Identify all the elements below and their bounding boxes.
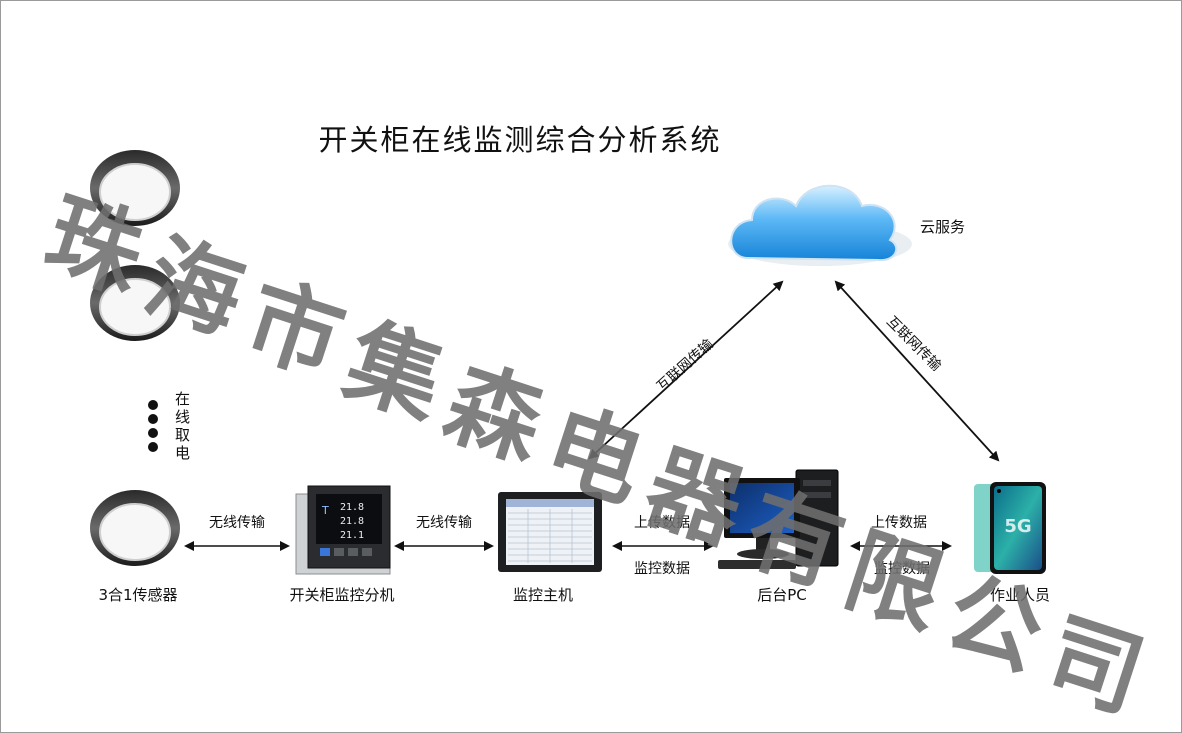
link-label: 监控数据	[634, 561, 690, 577]
link-arrow	[834, 280, 1000, 462]
smartphone-icon	[974, 482, 1046, 574]
monitoring-host-icon	[498, 492, 602, 572]
host-label: 监控主机	[513, 586, 573, 604]
phone-label: 作业人员	[990, 586, 1050, 604]
sensor-note-char: 在	[175, 390, 190, 408]
link-label: 监控数据	[874, 561, 930, 577]
sensor-note-char: 线	[175, 408, 190, 426]
cloud-icon	[728, 184, 912, 266]
sensor-note-char: 电	[175, 444, 190, 462]
pc-label: 后台PC	[757, 586, 807, 604]
device-screen-value: 21.1	[340, 530, 364, 541]
phone-badge: 5G	[1004, 516, 1031, 537]
sensor-ring-icon	[90, 490, 180, 566]
desktop-pc-icon	[718, 469, 839, 569]
link-label: 上传数据	[871, 515, 927, 531]
sensor-note-char: 取	[175, 426, 190, 444]
device-screen-value: 21.8	[340, 502, 364, 513]
diagram-title: 开关柜在线监测综合分析系统	[318, 123, 721, 157]
link-label: 互联网传输	[654, 336, 717, 395]
sensor-label: 3合1传感器	[98, 586, 177, 604]
monitor-device-icon	[295, 485, 391, 575]
link-label: 无线传输	[209, 515, 265, 531]
link-arrow	[588, 280, 784, 460]
sensor-ring-icon	[90, 150, 180, 226]
device-screen-value: 21.8	[340, 516, 364, 527]
ellipsis-dots-icon	[148, 400, 158, 452]
submonitor-label: 开关柜监控分机	[289, 586, 394, 604]
link-label: 无线传输	[416, 515, 472, 531]
link-label: 上传数据	[634, 515, 690, 531]
device-screen-mark: T	[321, 504, 329, 517]
sensor-ring-icon	[90, 265, 180, 341]
cloud-label: 云服务	[920, 218, 965, 236]
